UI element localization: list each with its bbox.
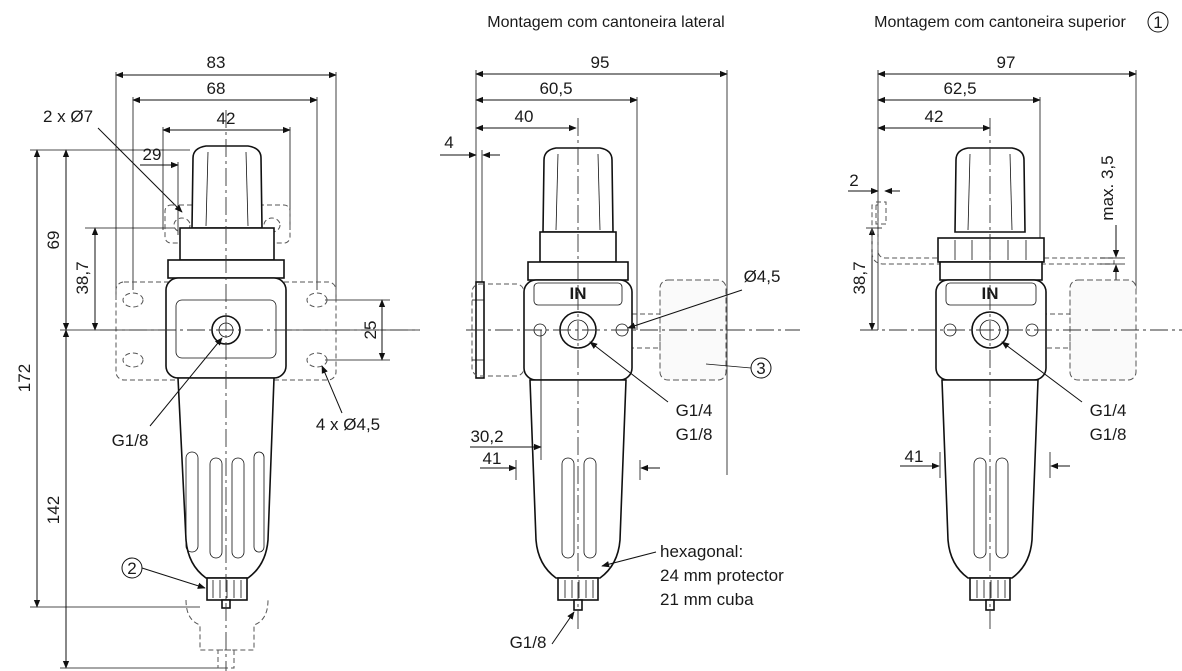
dim-41-right: 41 (905, 447, 924, 466)
dim-60-5: 60,5 (539, 79, 572, 98)
adjust-knob (191, 145, 263, 229)
dim-29: 29 (143, 145, 162, 164)
callout-1 (1147, 11, 1169, 33)
dim-68: 68 (207, 79, 226, 98)
dim-142: 142 (44, 496, 63, 524)
dim-69: 69 (44, 231, 63, 250)
right-title: Montagem com cantoneira superior (874, 14, 1126, 31)
dim-62-5: 62,5 (943, 79, 976, 98)
dim-38-7-right: 38,7 (850, 261, 869, 294)
dim-172: 172 (15, 364, 34, 392)
svg-text:2: 2 (127, 559, 136, 578)
middle-view: Montagem com cantoneira lateral 95 60,5 … (440, 14, 800, 652)
middle-title: Montagem com cantoneira lateral (487, 14, 724, 31)
dim-83: 83 (207, 53, 226, 72)
bowl (177, 377, 275, 579)
svg-text:3: 3 (756, 359, 765, 378)
hole-label: Ø4,5 (744, 267, 781, 286)
dim-42-right: 42 (925, 107, 944, 126)
dim-holes-bottom: 4 x Ø4,5 (316, 415, 380, 434)
nut (937, 237, 1045, 263)
dim-95: 95 (591, 53, 610, 72)
port-label-g1-8-right: G1/8 (1090, 425, 1127, 444)
dim-holes-top: 2 x Ø7 (43, 107, 93, 126)
dim-max: max. 3,5 (1098, 155, 1117, 220)
left-view: 83 68 42 29 2 x Ø7 172 69 142 38,7 25 (15, 53, 420, 671)
port-label: G1/8 (112, 431, 149, 450)
hex-label-title: hexagonal: (660, 542, 743, 561)
dim-41: 41 (483, 449, 502, 468)
dim-38-7: 38,7 (73, 261, 92, 294)
dim-2: 2 (849, 171, 858, 190)
svg-text:1: 1 (1153, 13, 1162, 32)
dim-97: 97 (997, 53, 1016, 72)
drain-label: G1/8 (510, 633, 547, 652)
port-label-g1-4: G1/4 (676, 401, 713, 420)
dim-30-2: 30,2 (470, 427, 503, 446)
port-label-g1-8: G1/8 (676, 425, 713, 444)
dim-40: 40 (515, 107, 534, 126)
bonnet (179, 227, 275, 261)
port-label-g1-4-right: G1/4 (1090, 401, 1127, 420)
hex-label-protector: 24 mm protector (660, 566, 784, 585)
dim-4: 4 (444, 133, 453, 152)
hex-label-cuba: 21 mm cuba (660, 590, 754, 609)
right-view: Montagem com cantoneira superior 1 97 62… (848, 11, 1182, 630)
